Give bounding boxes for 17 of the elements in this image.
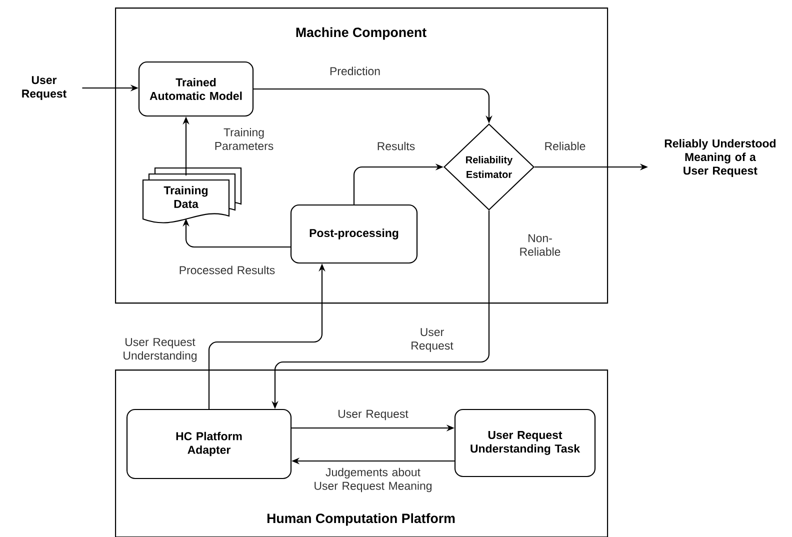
branch-label: Non-Reliable [520, 234, 560, 256]
edge-label: Training Parameters [215, 128, 274, 150]
edge-label: User Request Understanding [124, 338, 197, 362]
input-text: User Request [22, 76, 66, 100]
edge-label: User Request [338, 410, 408, 420]
edge-label: Prediction [330, 66, 380, 76]
process-box: Post-processing [290, 204, 418, 264]
edge-label: User Request [412, 328, 454, 352]
process-box: User Request Understanding Task [454, 408, 596, 478]
edge-label: Processed Results [180, 266, 275, 274]
process-box: Trained Automatic Model [138, 61, 254, 117]
process-box: HC Platform Adapter [126, 408, 292, 480]
edge-label: Results [378, 142, 415, 150]
output-text: Reliably Understood Meaning of a User Request [664, 139, 776, 177]
edge-label: Reliable [545, 142, 586, 150]
document-stack: Training Data [142, 167, 242, 224]
edge-label: Judgements about User Request Meaning [314, 468, 432, 492]
